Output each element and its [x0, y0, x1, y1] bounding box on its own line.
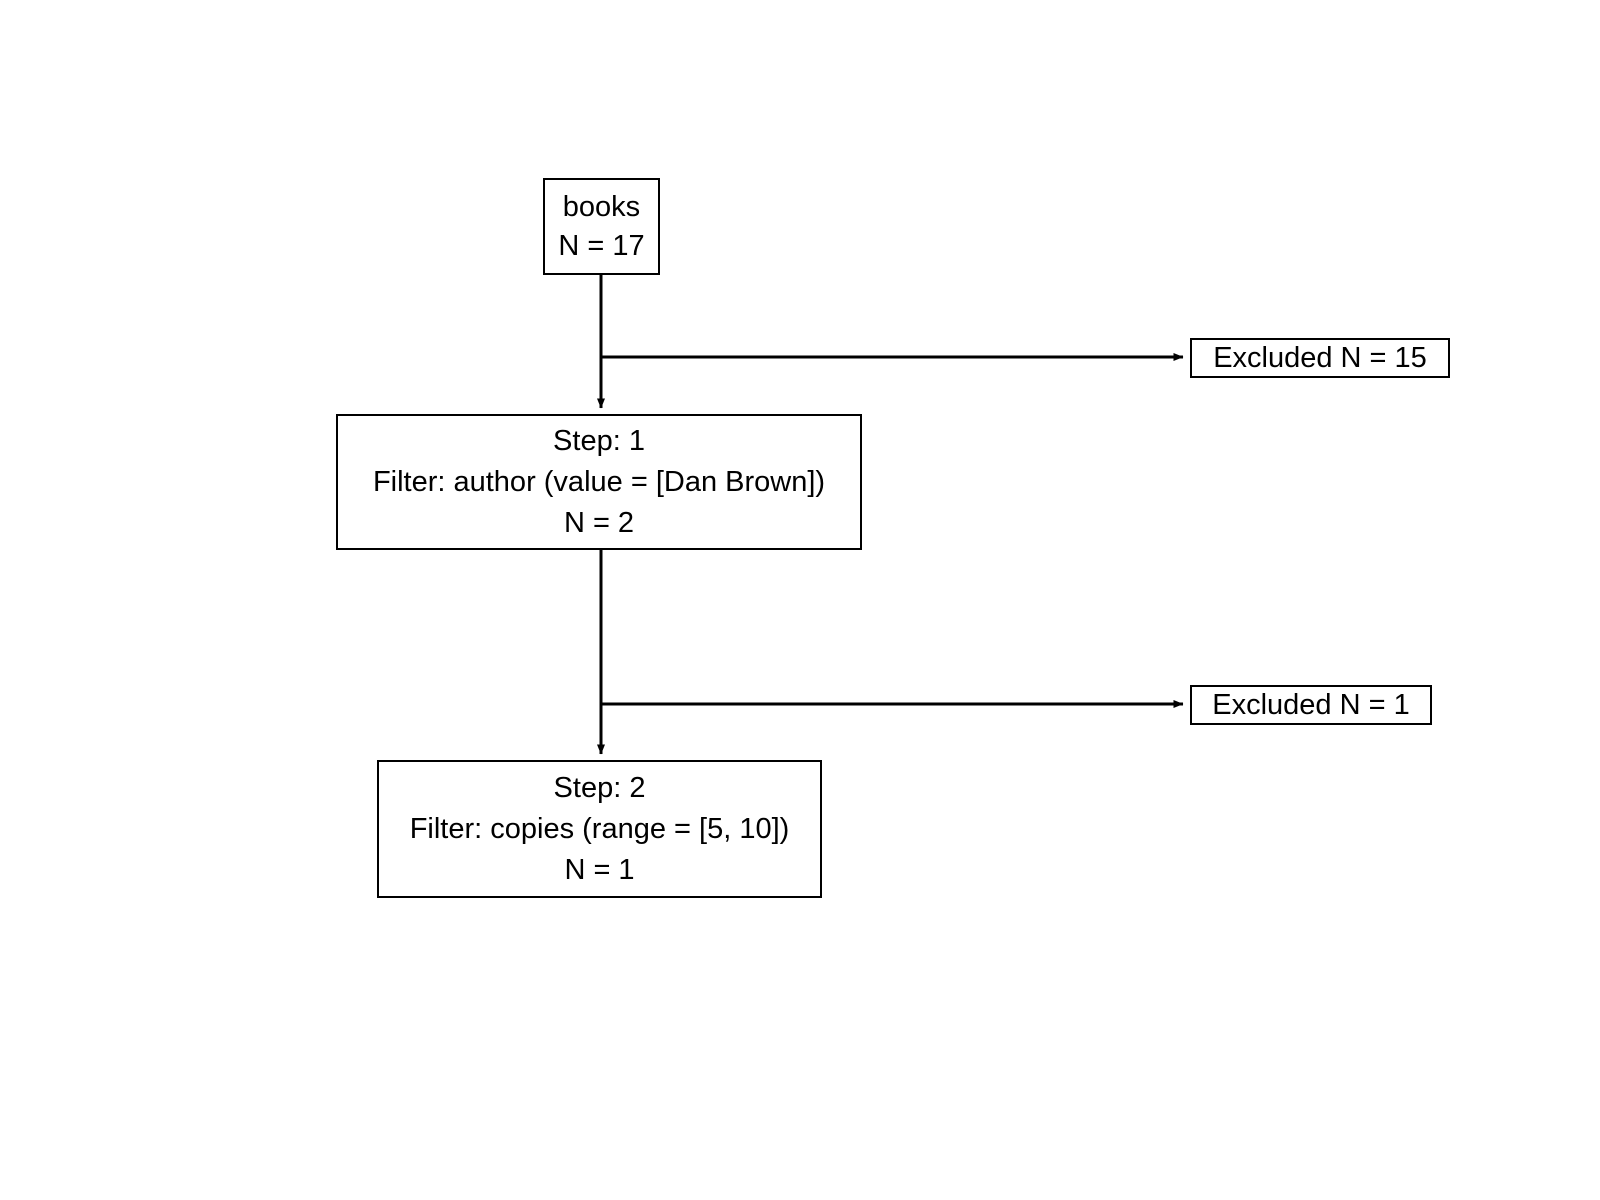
node-step-2-count: N = 1 — [564, 853, 635, 886]
node-step-2[interactable]: Step: 2 Filter: copies (range = [5, 10])… — [377, 760, 822, 898]
node-step-1-step-label: Step: 1 — [553, 424, 645, 457]
node-step-1[interactable]: Step: 1 Filter: author (value = [Dan Bro… — [336, 414, 862, 550]
node-step-2-filter-label: Filter: copies (range = [5, 10]) — [409, 812, 790, 845]
node-step-1-filter-label: Filter: author (value = [Dan Brown]) — [372, 465, 826, 498]
node-excluded-step2[interactable]: Excluded N = 1 — [1190, 685, 1432, 725]
node-excluded-step2-label: Excluded N = 1 — [1212, 688, 1410, 721]
node-source-books[interactable]: books N = 17 — [543, 178, 660, 275]
node-step-1-count: N = 2 — [563, 506, 635, 539]
node-source-count: N = 17 — [558, 229, 645, 262]
node-excluded-step1-label: Excluded N = 15 — [1213, 341, 1427, 374]
node-step-2-step-label: Step: 2 — [553, 771, 646, 804]
node-excluded-step1[interactable]: Excluded N = 15 — [1190, 338, 1450, 378]
node-source-label: books — [562, 190, 641, 223]
